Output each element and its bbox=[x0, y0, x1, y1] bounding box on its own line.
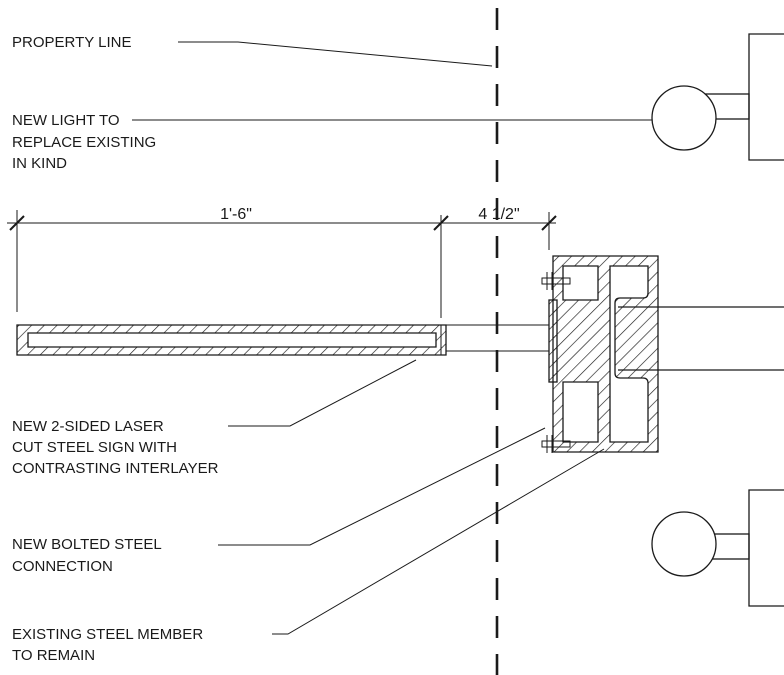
property-line-label: PROPERTY LINE bbox=[12, 34, 132, 51]
light-circle-lower bbox=[651, 511, 717, 577]
label-existing-member: EXISTING STEEL MEMBER TO REMAIN bbox=[12, 448, 605, 664]
new-light-label-line1: NEW LIGHT TO bbox=[12, 112, 120, 129]
light-circle-upper bbox=[651, 85, 717, 151]
connector-rod bbox=[446, 324, 549, 352]
label-property-line: PROPERTY LINE bbox=[12, 34, 493, 67]
dimension-label-sign-length: 1'-6" bbox=[220, 206, 252, 223]
dimension-label-offset: 4 1/2" bbox=[478, 206, 519, 223]
label-bolted-connection: NEW BOLTED STEEL CONNECTION bbox=[12, 427, 546, 575]
sign-label-line3: CONTRASTING INTERLAYER bbox=[12, 460, 219, 477]
sign-label-line2: CUT STEEL SIGN WITH bbox=[12, 439, 177, 456]
label-new-light: NEW LIGHT TO REPLACE EXISTING IN KIND bbox=[12, 112, 652, 172]
label-sign: NEW 2-SIDED LASER CUT STEEL SIGN WITH CO… bbox=[12, 359, 417, 477]
steel-sign bbox=[16, 324, 447, 356]
existing-label-line2: TO REMAIN bbox=[12, 647, 95, 664]
light-fixture-upper bbox=[651, 33, 784, 161]
bolted-label-line2: CONNECTION bbox=[12, 558, 113, 575]
existing-label-line1: EXISTING STEEL MEMBER bbox=[12, 626, 203, 643]
dimension-sign-length: 1'-6" bbox=[7, 206, 449, 318]
bolted-label-line1: NEW BOLTED STEEL bbox=[12, 536, 162, 553]
sign-label-line1: NEW 2-SIDED LASER bbox=[12, 418, 164, 435]
dimension-offset: 4 1/2" bbox=[441, 206, 557, 250]
bolted-connection bbox=[541, 272, 571, 453]
existing-steel-member bbox=[552, 255, 659, 453]
light-fixture-lower bbox=[651, 489, 784, 607]
new-light-label-line3: IN KIND bbox=[12, 155, 67, 172]
new-light-label-line2: REPLACE EXISTING bbox=[12, 134, 156, 151]
